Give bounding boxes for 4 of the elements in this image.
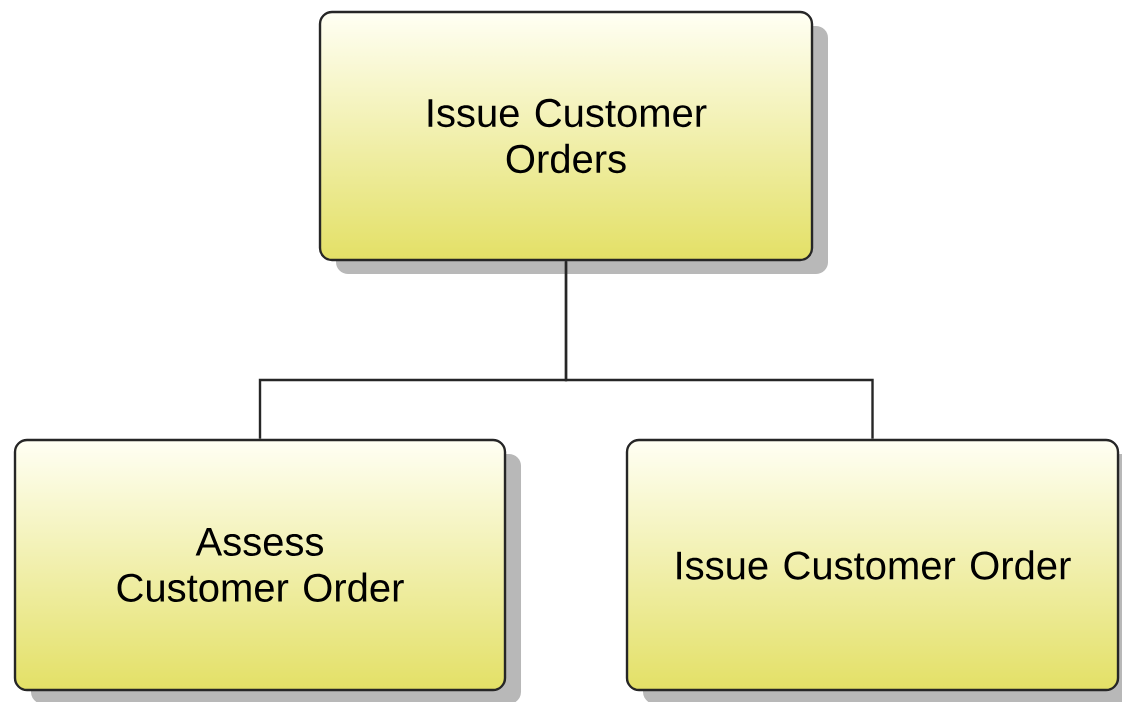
process-box: Assess Customer Order — [13, 438, 521, 702]
process-box: Issue Customer Orders — [318, 10, 828, 274]
process-box: Issue Customer Order — [625, 438, 1122, 702]
connector-line — [564, 261, 874, 439]
